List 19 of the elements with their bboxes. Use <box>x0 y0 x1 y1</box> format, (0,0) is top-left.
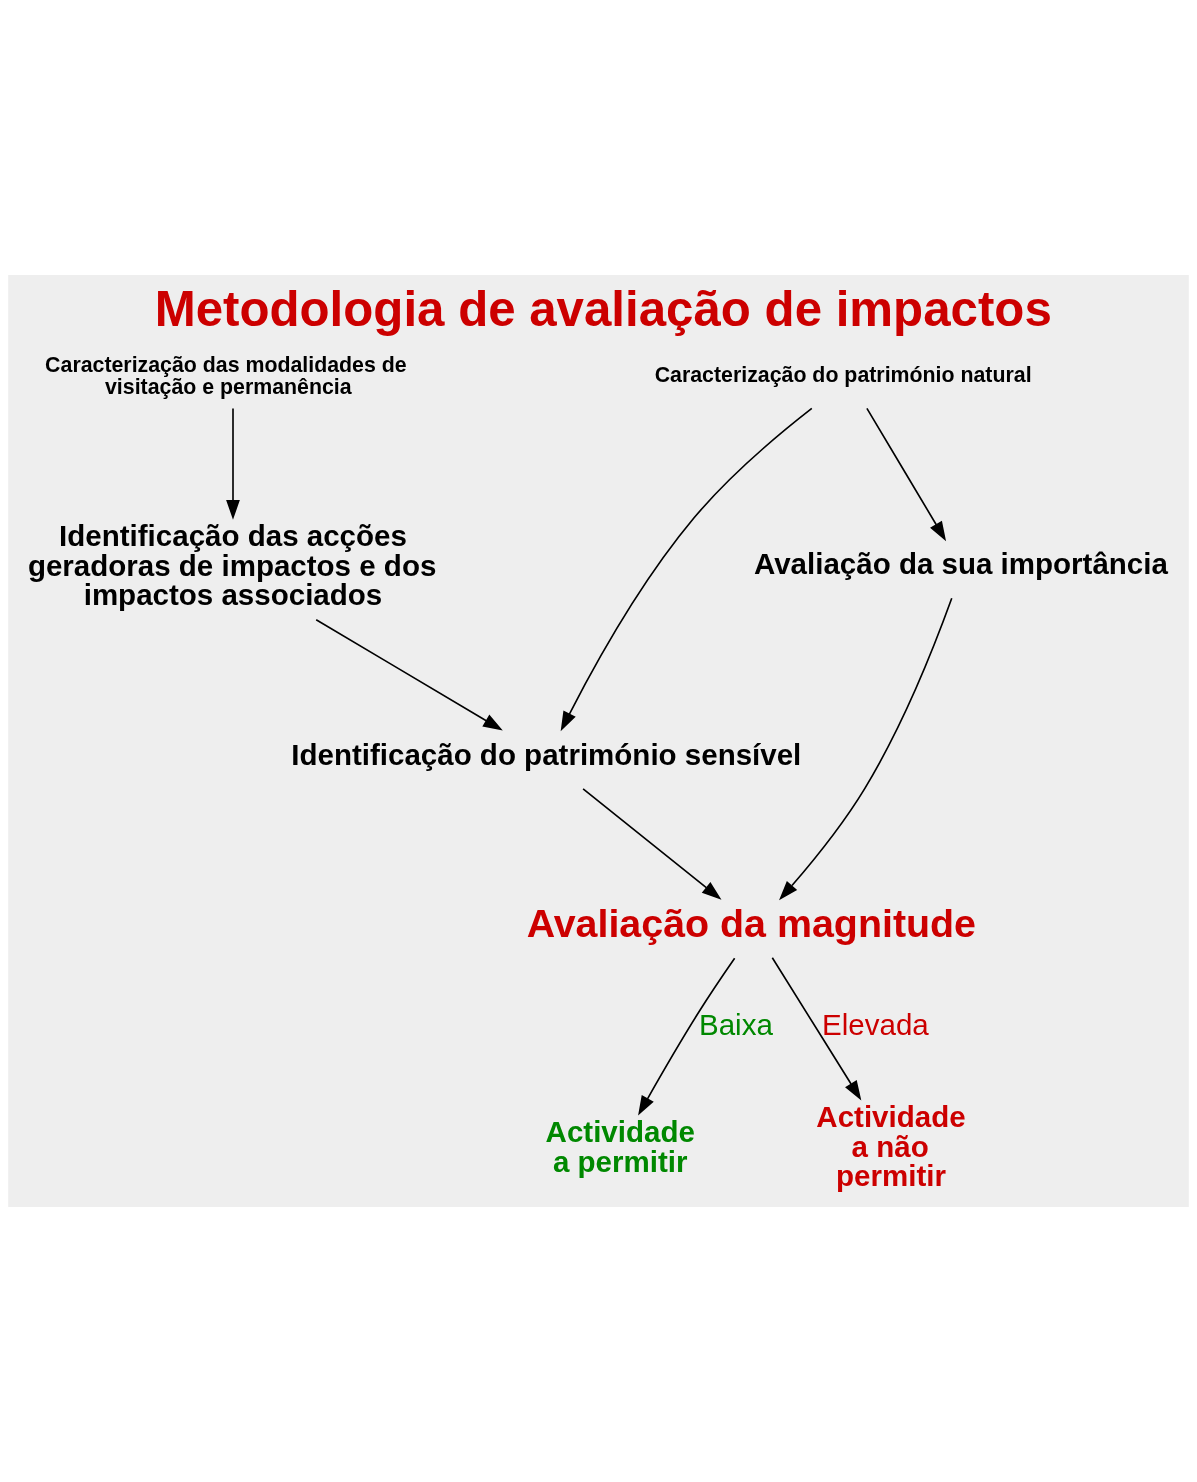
node-text: Avaliação da magnitude <box>526 900 977 945</box>
arrow <box>560 407 813 732</box>
arrow <box>226 407 240 520</box>
diagram-title: Metodologia de avaliação de impactos <box>154 280 1052 336</box>
edge-label: Baixa <box>699 1008 773 1042</box>
arrow <box>315 618 503 731</box>
node-text: Identificação das acções geradoras de impactos e dos impactos associados <box>27 519 437 612</box>
node-text: Actividade a permitir <box>545 1115 695 1178</box>
node-text: Caracterização das modalidades de visitação e permanência <box>45 353 407 399</box>
arrow <box>866 407 947 542</box>
arrow <box>582 787 722 900</box>
node-text: Avaliação da sua importância <box>753 547 1168 581</box>
node-text: Caracterização do património natural <box>654 363 1032 388</box>
node-text: Actividade a não permitir <box>816 1100 966 1193</box>
arrow <box>779 597 953 901</box>
edge-label: Elevada <box>822 1008 929 1042</box>
arrow <box>771 956 862 1101</box>
node-text: Identificação do património sensível <box>291 737 802 771</box>
arrow <box>638 957 736 1116</box>
